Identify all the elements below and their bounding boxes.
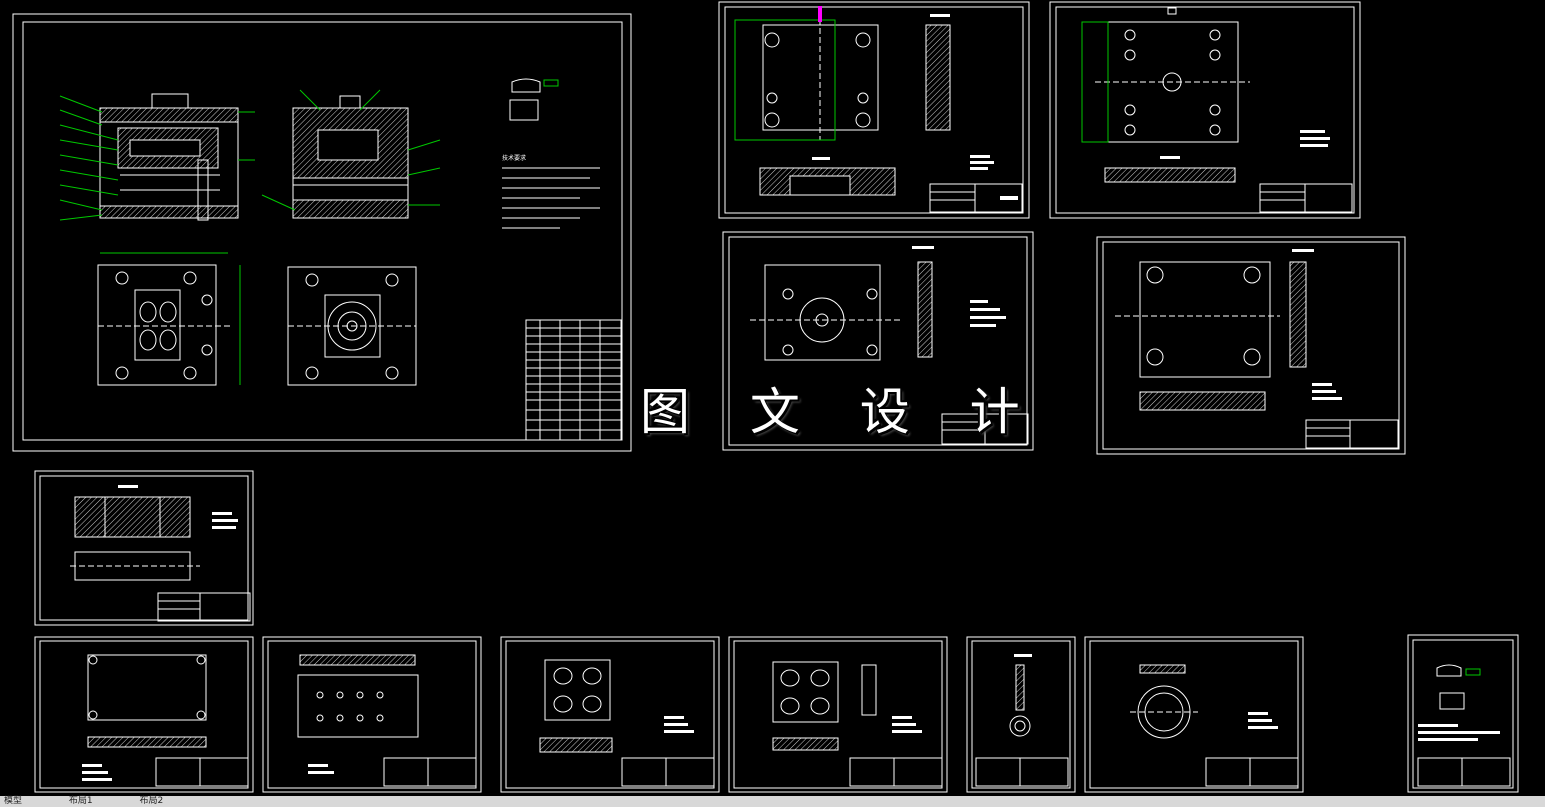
sheet-plate-b [1049,1,1361,219]
watermark-text: 图 文 设 计 [640,383,1042,441]
notes-title: 技术要求 [502,154,526,162]
technical-notes: 技术要求 [502,78,600,229]
layout-tab-2[interactable]: 布局2 [139,796,164,806]
assembly-side-view [261,89,441,219]
layout-tab-model[interactable]: 模型 [4,796,23,806]
sheet-small-6 [1084,636,1304,793]
layout-tab-1[interactable]: 布局1 [68,796,93,806]
sheet-small-3 [500,636,720,793]
sheet-assembly: 技术要求 [12,13,632,452]
sheet-small-2 [262,636,482,793]
sheet-plate-e [34,470,254,626]
assembly-front-view [59,93,255,221]
sheet-small-5 [966,636,1076,793]
sheet-plate-a [718,1,1030,219]
sheet-small-1 [34,636,254,793]
assembly-plan-view-2 [287,266,417,386]
parts-list-table [525,319,622,441]
status-bar: 模型 布局1 布局2 [0,796,1545,807]
assembly-plan-view-1 [97,252,241,386]
sheet-small-7 [1407,634,1519,793]
sheet-plate-d [1096,236,1406,455]
sheet-plate-c [722,231,1034,451]
sheet-small-4 [728,636,948,793]
